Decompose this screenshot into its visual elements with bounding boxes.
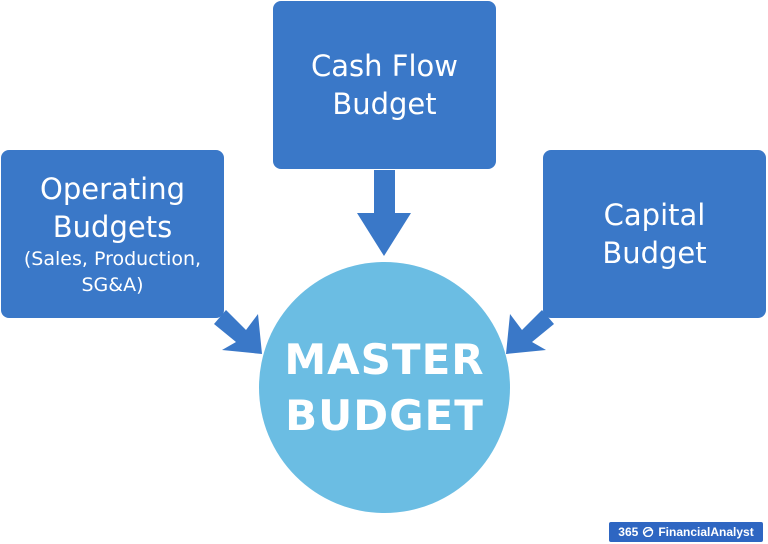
cash-flow-line-2: Budget — [332, 87, 437, 121]
arrow-down-left-icon — [506, 310, 554, 354]
cash-flow-budget-box: Cash Flow Budget — [273, 1, 496, 169]
arrow-down-icon — [357, 170, 411, 256]
master-line-2: BUDGET — [285, 390, 484, 440]
arrow-down-right-icon — [214, 310, 262, 354]
operating-line-2: Budgets — [52, 210, 173, 244]
operating-sub-line-2: SG&A) — [81, 274, 144, 296]
operating-budgets-box: Operating Budgets (Sales, Production, SG… — [1, 150, 224, 318]
master-line-1: MASTER — [284, 334, 485, 384]
logo-name: FinancialAnalyst — [658, 525, 754, 539]
capital-line-1: Capital — [603, 198, 706, 232]
operating-line-1: Operating — [40, 172, 185, 206]
logo-swoosh-icon — [643, 527, 654, 537]
brand-logo: 365 FinancialAnalyst — [609, 522, 763, 542]
logo-number: 365 — [618, 525, 639, 539]
capital-budget-box: Capital Budget — [543, 150, 766, 318]
master-budget-circle: MASTER BUDGET — [259, 262, 510, 513]
cash-flow-line-1: Cash Flow — [311, 49, 458, 83]
capital-line-2: Budget — [602, 236, 707, 270]
operating-sub-line-1: (Sales, Production, — [23, 248, 202, 270]
